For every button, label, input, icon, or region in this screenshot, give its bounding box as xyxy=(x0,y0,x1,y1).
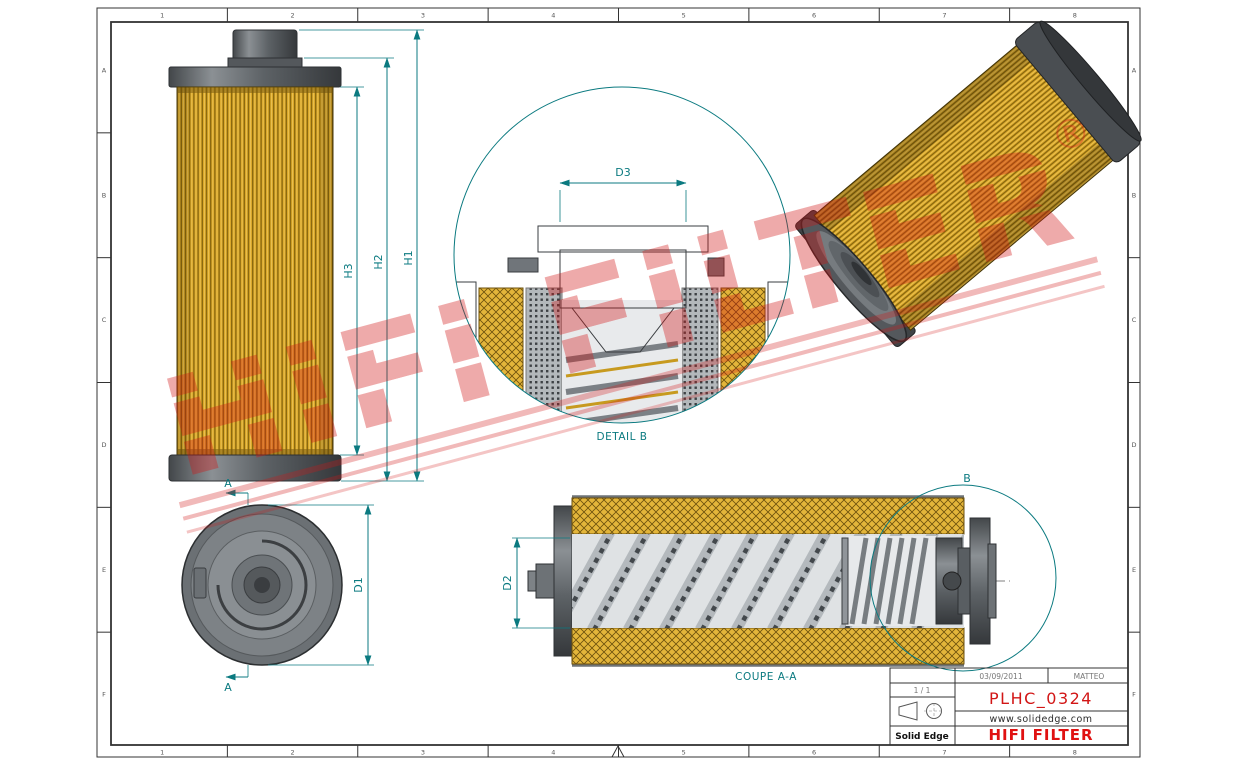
grid-ref-label: 8 xyxy=(1073,749,1077,757)
valve-poppet xyxy=(942,571,962,591)
port-hole xyxy=(254,577,270,593)
title-block-cad-app: Solid Edge xyxy=(895,732,949,742)
detail-ref-circle-b xyxy=(869,484,1057,672)
grid-ref-label: 2 xyxy=(290,749,294,757)
grid-ref-label: 1 xyxy=(160,749,164,757)
detail-ref-label-b: B xyxy=(963,472,971,485)
grid-ref-label: 6 xyxy=(812,12,816,20)
media-top-band xyxy=(177,87,333,93)
shading xyxy=(814,40,1037,233)
grid-ref-label: 5 xyxy=(682,749,686,757)
grid-ref-label: 2 xyxy=(290,12,294,20)
grid-ref-label: 6 xyxy=(812,749,816,757)
title-block-scale: 1 / 1 xyxy=(914,686,931,695)
dim-label-h1: H1 xyxy=(402,250,415,265)
front-view xyxy=(168,29,342,482)
grid-ref-label: E xyxy=(102,566,106,574)
shading xyxy=(177,87,189,455)
grid-ref-label: C xyxy=(1132,316,1137,324)
iso-far-end xyxy=(1039,20,1142,142)
grid-ref-label: 3 xyxy=(421,749,425,757)
grid-ref-label: 3 xyxy=(421,12,425,20)
grid-ref-label: A xyxy=(102,66,107,74)
dim-label-d3: D3 xyxy=(615,166,630,179)
tab-left xyxy=(507,257,539,273)
grid-ref-label: D xyxy=(1131,441,1136,449)
valve-cone xyxy=(570,307,676,353)
grid-ref-label: 1 xyxy=(160,12,164,20)
title-block-company: HIFI FILTER xyxy=(988,726,1093,744)
isometric-view xyxy=(795,20,1142,347)
grid-ref-label: 8 xyxy=(1073,12,1077,20)
filter-bottom-cap xyxy=(168,454,342,482)
dim-label-h3: H3 xyxy=(342,263,355,278)
grid-ref-label: 5 xyxy=(682,12,686,20)
outer-end-cap xyxy=(969,517,991,645)
grid-ref-label: E xyxy=(1132,566,1136,574)
filter-top-cap xyxy=(168,66,342,88)
grid-ref-label: B xyxy=(102,191,106,199)
grid-ref-label: 4 xyxy=(551,749,555,757)
grid-ref-label: F xyxy=(102,691,106,699)
filter-media-body xyxy=(176,86,334,456)
detail-b-label: DETAIL B xyxy=(597,431,648,443)
grid-ref-label: 7 xyxy=(942,12,946,20)
title-block-date: 03/09/2011 xyxy=(979,672,1022,681)
grid-ref-label: B xyxy=(1132,191,1136,199)
bottom-view-dimensions: D1 A A xyxy=(224,477,374,694)
grid-ref-label: 4 xyxy=(551,12,555,20)
media-section-bottom xyxy=(571,627,965,665)
inlet-nipple xyxy=(535,563,557,599)
front-view-dimensions: H3 H2 H1 xyxy=(299,29,424,482)
shading xyxy=(896,138,1119,331)
bottom-view xyxy=(181,504,343,666)
media-bottom-band xyxy=(177,449,333,455)
title-block-author: MATTEO xyxy=(1074,672,1105,681)
section-label-a-bottom: A xyxy=(224,681,232,694)
title-block-website: www.solidedge.com xyxy=(989,714,1092,725)
outer-end-boss xyxy=(987,543,997,619)
coupe-aa-view: B D2 COUPE A-A xyxy=(501,472,1057,683)
bayonet-tab xyxy=(193,567,207,599)
thread-arc xyxy=(216,539,308,631)
left-cap-plate xyxy=(553,505,573,657)
grid-ref-label: A xyxy=(1132,66,1137,74)
dim-label-d1: D1 xyxy=(352,577,365,592)
flange-section xyxy=(537,225,709,253)
grid-ref-label: C xyxy=(102,316,107,324)
title-block: 03/09/2011 MATTEO 1 / 1 Solid Edge PLHC_… xyxy=(889,667,1129,746)
detail-b-circle xyxy=(453,86,791,424)
coupe-aa-label: COUPE A-A xyxy=(735,671,797,683)
grid-ref-label: D xyxy=(101,441,106,449)
projection-symbol-icon xyxy=(898,701,944,721)
iso-end-hole xyxy=(851,261,872,286)
centering-mark xyxy=(611,744,625,758)
grid-ref-label: 7 xyxy=(942,749,946,757)
dim-label-h2: H2 xyxy=(372,254,385,269)
dim-label-d2: D2 xyxy=(501,575,514,590)
media-section-top xyxy=(571,497,965,535)
title-block-part-number: PLHC_0324 xyxy=(989,689,1093,709)
section-label-a-top: A xyxy=(224,477,232,490)
section-cut-A: A A xyxy=(224,477,249,694)
shading xyxy=(321,87,333,455)
spring-assembly xyxy=(841,536,936,626)
tab-right xyxy=(707,257,725,277)
grid-ref-label: F xyxy=(1132,691,1136,699)
